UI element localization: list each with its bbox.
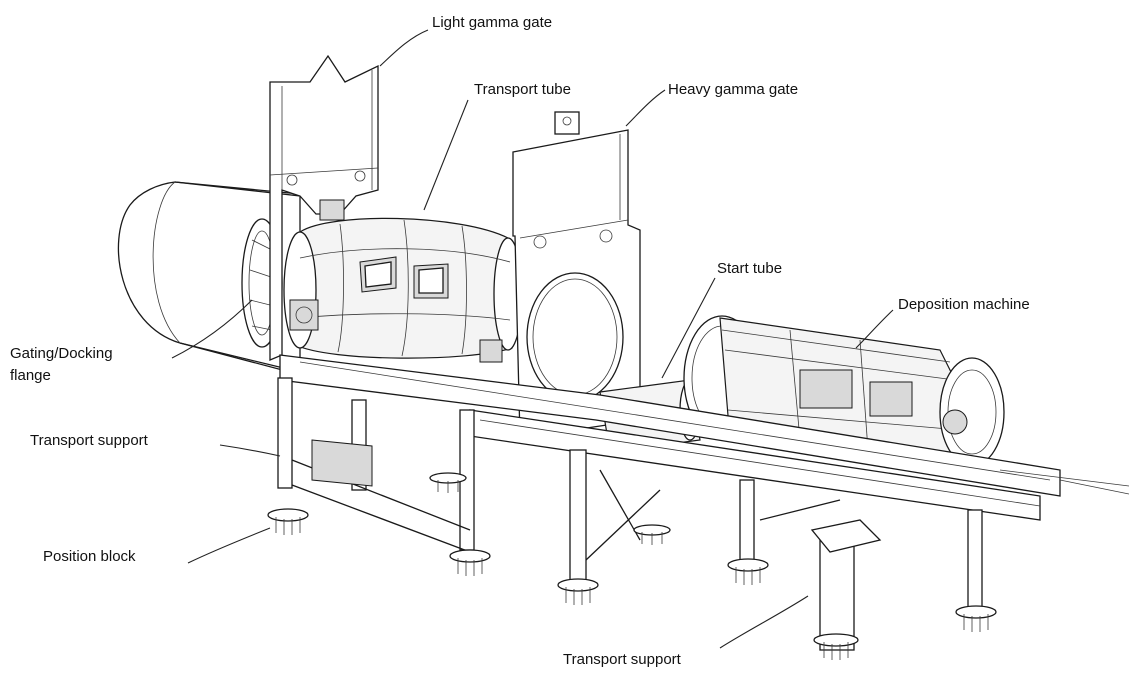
label-position-block: Position block xyxy=(43,548,136,565)
label-transport-support-left: Transport support xyxy=(30,432,148,449)
light-gamma-gate xyxy=(269,54,379,361)
leader-lines xyxy=(171,29,894,649)
label-light-gamma-gate: Light gamma gate xyxy=(432,14,553,31)
leader-transport-tube xyxy=(423,99,469,211)
position-blocks xyxy=(267,472,997,660)
label-start-tube: Start tube xyxy=(717,260,783,277)
leader-start-tube xyxy=(661,277,716,379)
transport-support-frame xyxy=(277,354,1129,651)
label-transport-support-bottom: Transport support xyxy=(563,651,681,668)
leader-light-gamma-gate xyxy=(379,29,429,67)
leader-gating-docking-flange xyxy=(171,299,253,359)
label-heavy-gamma-gate: Heavy gamma gate xyxy=(668,81,799,98)
heavy-gamma-gate xyxy=(512,111,641,439)
leader-position-block xyxy=(187,527,271,564)
label-deposition-machine: Deposition machine xyxy=(898,296,1030,313)
label-gating-docking-flange-line2: flange xyxy=(10,367,51,384)
label-gating-docking-flange-line1: Gating/Docking xyxy=(10,345,113,362)
label-transport-tube: Transport tube xyxy=(474,81,571,98)
leader-deposition-machine xyxy=(855,309,894,349)
leader-transport-support-left xyxy=(219,444,281,457)
transport-tube xyxy=(283,217,523,363)
leader-heavy-gamma-gate xyxy=(625,89,666,127)
leader-transport-support-bottom xyxy=(719,595,809,649)
